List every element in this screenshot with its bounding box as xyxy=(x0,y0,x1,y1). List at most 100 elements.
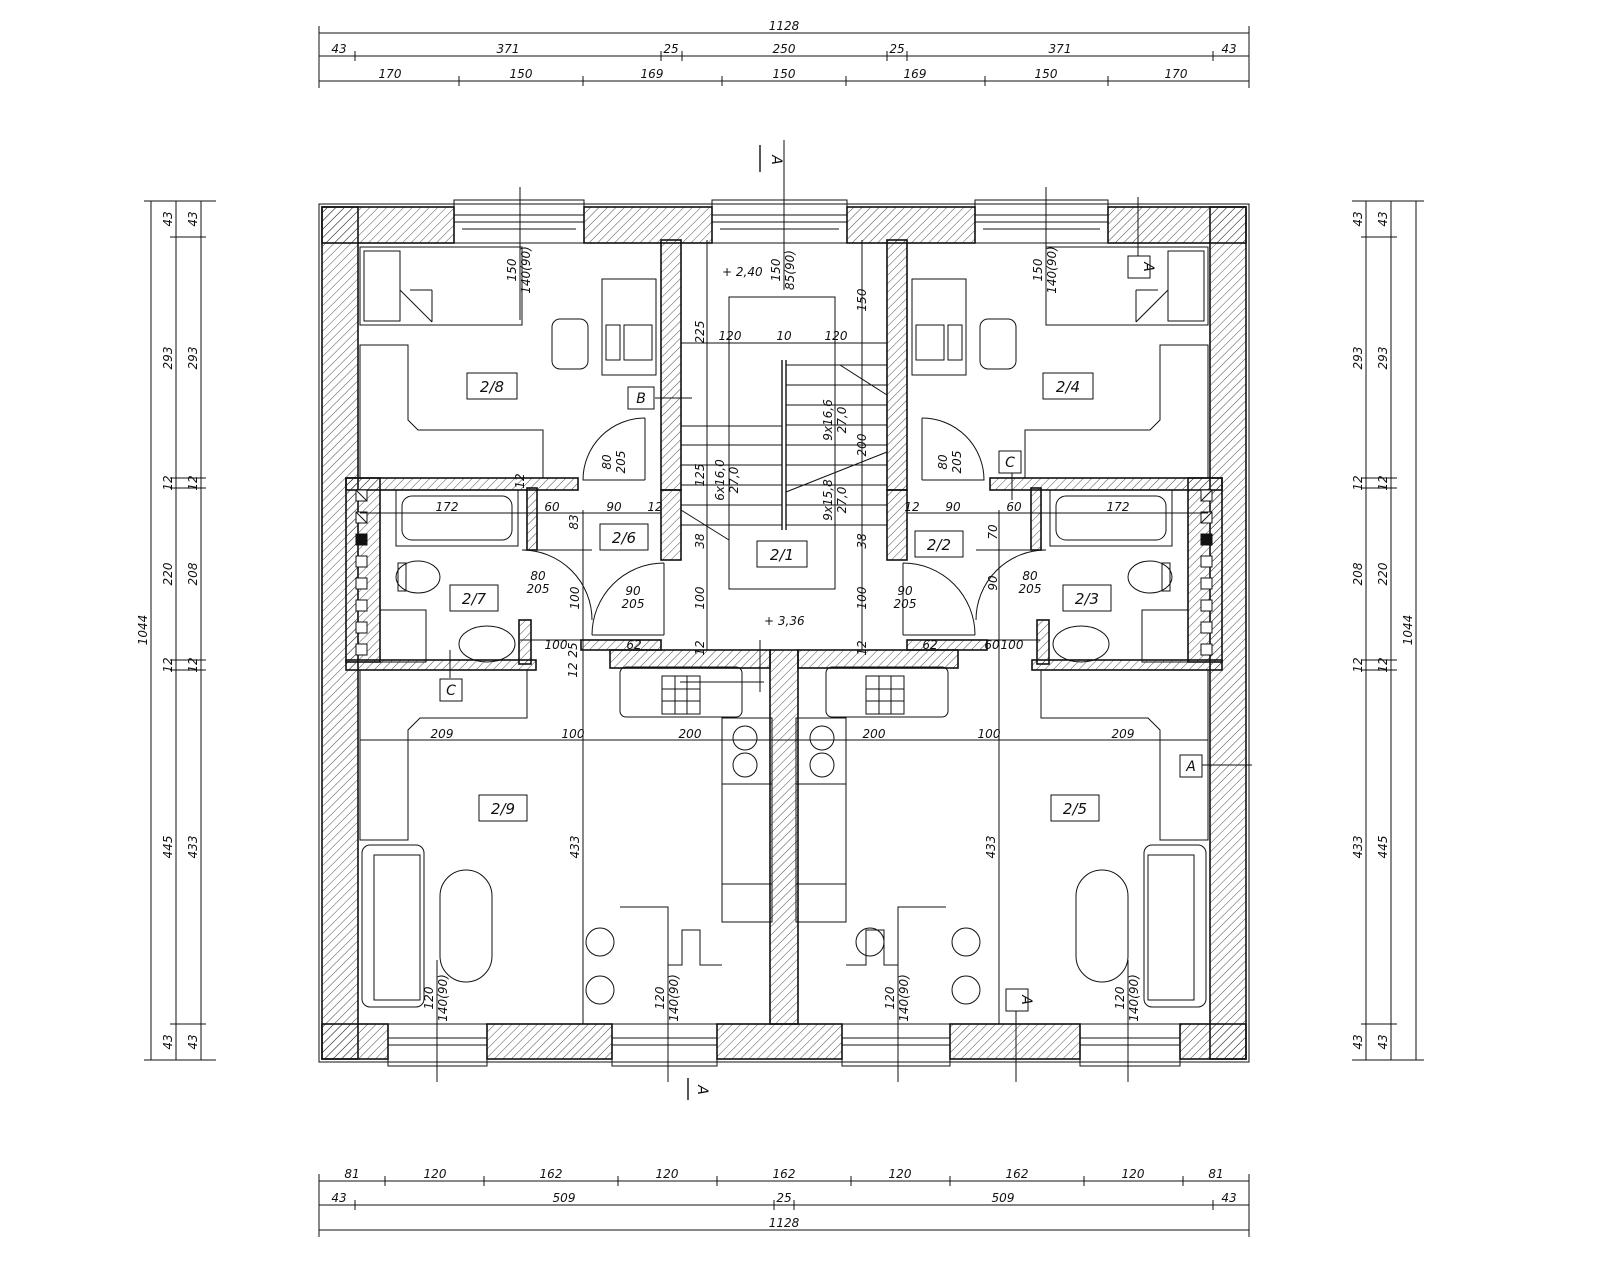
dim-win-top-r-b: 140(90) xyxy=(1045,246,1059,294)
dim-right-outer-5: 12 xyxy=(1376,657,1390,672)
dim-hall-l-100a: 100 xyxy=(568,586,582,609)
tag-c-left: C xyxy=(446,683,456,699)
room-label-2-5: 2/5 xyxy=(1063,800,1087,818)
dim-left-overall: 1044 xyxy=(136,615,150,646)
dim-right-outer-7: 43 xyxy=(1376,1034,1390,1049)
dim-win-b1-a: 120 xyxy=(422,986,436,1009)
tag-c-right: C xyxy=(1005,455,1015,471)
dim-right-inner-2: 293 xyxy=(1351,347,1365,370)
dim-bath-l-83: 83 xyxy=(567,514,581,529)
dim-win-b3-b: 140(90) xyxy=(897,974,911,1022)
dim-bdoor-r-b: 205 xyxy=(1019,582,1042,596)
level-mid: + 3,36 xyxy=(764,614,805,628)
dim-win-top-l-b: 140(90) xyxy=(519,246,533,294)
dim-door-l-a: 80 xyxy=(600,454,614,470)
room-label-2-6: 2/6 xyxy=(612,529,636,547)
dim-right-overall: 1044 xyxy=(1401,615,1415,646)
dim-flight-b1: 9x15,8 xyxy=(821,479,835,521)
room-label-2-1: 2/1 xyxy=(770,546,794,564)
right-dimension-chains: 43 293 12 208 12 433 43 43 293 12 220 12… xyxy=(1351,200,1424,1061)
dim-flight-a1: 9x16,6 xyxy=(821,399,835,441)
dim-bath-l-12: 12 xyxy=(513,473,527,488)
level-top: + 2,40 xyxy=(722,265,763,279)
dim-stair-125: 125 xyxy=(693,464,707,487)
dim-hall-r-38: 38 xyxy=(855,533,869,549)
dim-bath-l-60: 60 xyxy=(544,500,560,514)
dim-hall-r-90: 90 xyxy=(986,575,1000,591)
dim-stair-120a: 120 xyxy=(719,329,742,343)
dim-top-r3-1: 170 xyxy=(379,67,402,81)
dim-right-inner-4: 208 xyxy=(1351,562,1365,585)
dim-left-outer-7: 43 xyxy=(161,1034,175,1049)
dim-bot-r1-1: 81 xyxy=(344,1167,359,1181)
interior-dimension-lines xyxy=(360,140,1252,1082)
dim-liv-l-100: 100 xyxy=(562,727,585,741)
dim-top-r2-5: 25 xyxy=(889,42,904,56)
dim-liv-l-209: 209 xyxy=(431,727,454,741)
dim-hdoor-r-b: 205 xyxy=(894,597,917,611)
dim-right-inner-6: 433 xyxy=(1351,836,1365,859)
dim-hall-l-62: 62 xyxy=(626,638,641,652)
dim-right-outer-3: 12 xyxy=(1376,475,1390,490)
dim-left-outer-4: 220 xyxy=(161,562,175,585)
dim-hall-r-62: 62 xyxy=(922,638,937,652)
dim-left-inner-1: 43 xyxy=(186,211,200,226)
dim-top-r3-3: 169 xyxy=(641,67,664,81)
dim-stair-200: 200 xyxy=(855,433,869,456)
dim-bath-l-90: 90 xyxy=(606,500,622,514)
dim-win-top-c-a: 150 xyxy=(769,258,783,281)
dim-small-12a: 12 xyxy=(693,640,707,655)
dim-liv-l-433: 433 xyxy=(568,836,582,859)
dim-flight-b2: 27,0 xyxy=(835,486,849,513)
dim-bot-overall: 1128 xyxy=(769,1216,800,1230)
dim-left-inner-7: 43 xyxy=(186,1034,200,1049)
dim-right-outer-6: 445 xyxy=(1376,836,1390,859)
dim-bot-r1-2: 120 xyxy=(424,1167,447,1181)
dim-win-b3-a: 120 xyxy=(883,986,897,1009)
dim-win-b2-b: 140(90) xyxy=(667,974,681,1022)
dim-top-r2-3: 25 xyxy=(663,42,678,56)
dim-flight-c2: 27,0 xyxy=(727,466,741,493)
dim-left-inner-2: 293 xyxy=(186,347,200,370)
dim-left-outer-6: 445 xyxy=(161,836,175,859)
dim-bot-r1-8: 120 xyxy=(1122,1167,1145,1181)
dim-top-r3-2: 150 xyxy=(510,67,533,81)
dim-bath-l-12b: 12 xyxy=(647,500,662,514)
dim-win-b2-a: 120 xyxy=(653,986,667,1009)
dim-stair-120b: 120 xyxy=(825,329,848,343)
dim-bot-r2-5: 43 xyxy=(1221,1191,1236,1205)
detail-tags: A A A B C C xyxy=(439,255,1203,1012)
dim-top-r3-4: 150 xyxy=(773,67,796,81)
dim-bot-r2-3: 25 xyxy=(776,1191,791,1205)
dim-top-r2-1: 43 xyxy=(331,42,346,56)
dim-bot-r1-9: 81 xyxy=(1208,1167,1223,1181)
dim-left-outer-1: 43 xyxy=(161,211,175,226)
dim-hdoor-l-a: 90 xyxy=(625,584,641,598)
dim-top-r3-7: 170 xyxy=(1165,67,1188,81)
dim-hall-l-100b: 100 xyxy=(693,586,707,609)
dim-hall-r-60: 60 xyxy=(984,638,1000,652)
dim-small-12b: 12 xyxy=(855,640,869,655)
dim-hdoor-r-a: 90 xyxy=(897,584,913,598)
dim-hall-r-100a: 100 xyxy=(855,586,869,609)
dim-right-inner-7: 43 xyxy=(1351,1034,1365,1049)
room-label-2-8: 2/8 xyxy=(480,378,504,396)
left-dimension-chains: 1044 43 293 12 220 12 445 43 43 293 12 2… xyxy=(136,200,216,1061)
level-marks: + 2,40 + 3,36 xyxy=(722,265,805,628)
doors xyxy=(521,417,1047,636)
dim-door-l-b: 205 xyxy=(614,451,628,474)
dim-bath-l-172: 172 xyxy=(436,500,459,514)
dim-hall-r-100: 100 xyxy=(1001,638,1024,652)
bottom-dimension-chains: 81 120 162 120 162 120 162 120 81 43 509… xyxy=(318,1167,1250,1237)
staircase xyxy=(680,296,888,590)
room-label-2-4: 2/4 xyxy=(1056,378,1080,396)
dim-bot-r1-7: 162 xyxy=(1006,1167,1029,1181)
dim-right-outer-1: 43 xyxy=(1376,211,1390,226)
dim-right-inner-3: 12 xyxy=(1351,475,1365,490)
dim-top-overall: 1128 xyxy=(769,19,800,33)
dim-top-r3-5: 169 xyxy=(904,67,927,81)
dim-flight-a2: 27,0 xyxy=(835,406,849,433)
dim-door-r-b: 205 xyxy=(950,451,964,474)
room-label-2-3: 2/3 xyxy=(1075,590,1099,608)
dim-win-top-l-a: 150 xyxy=(505,258,519,281)
